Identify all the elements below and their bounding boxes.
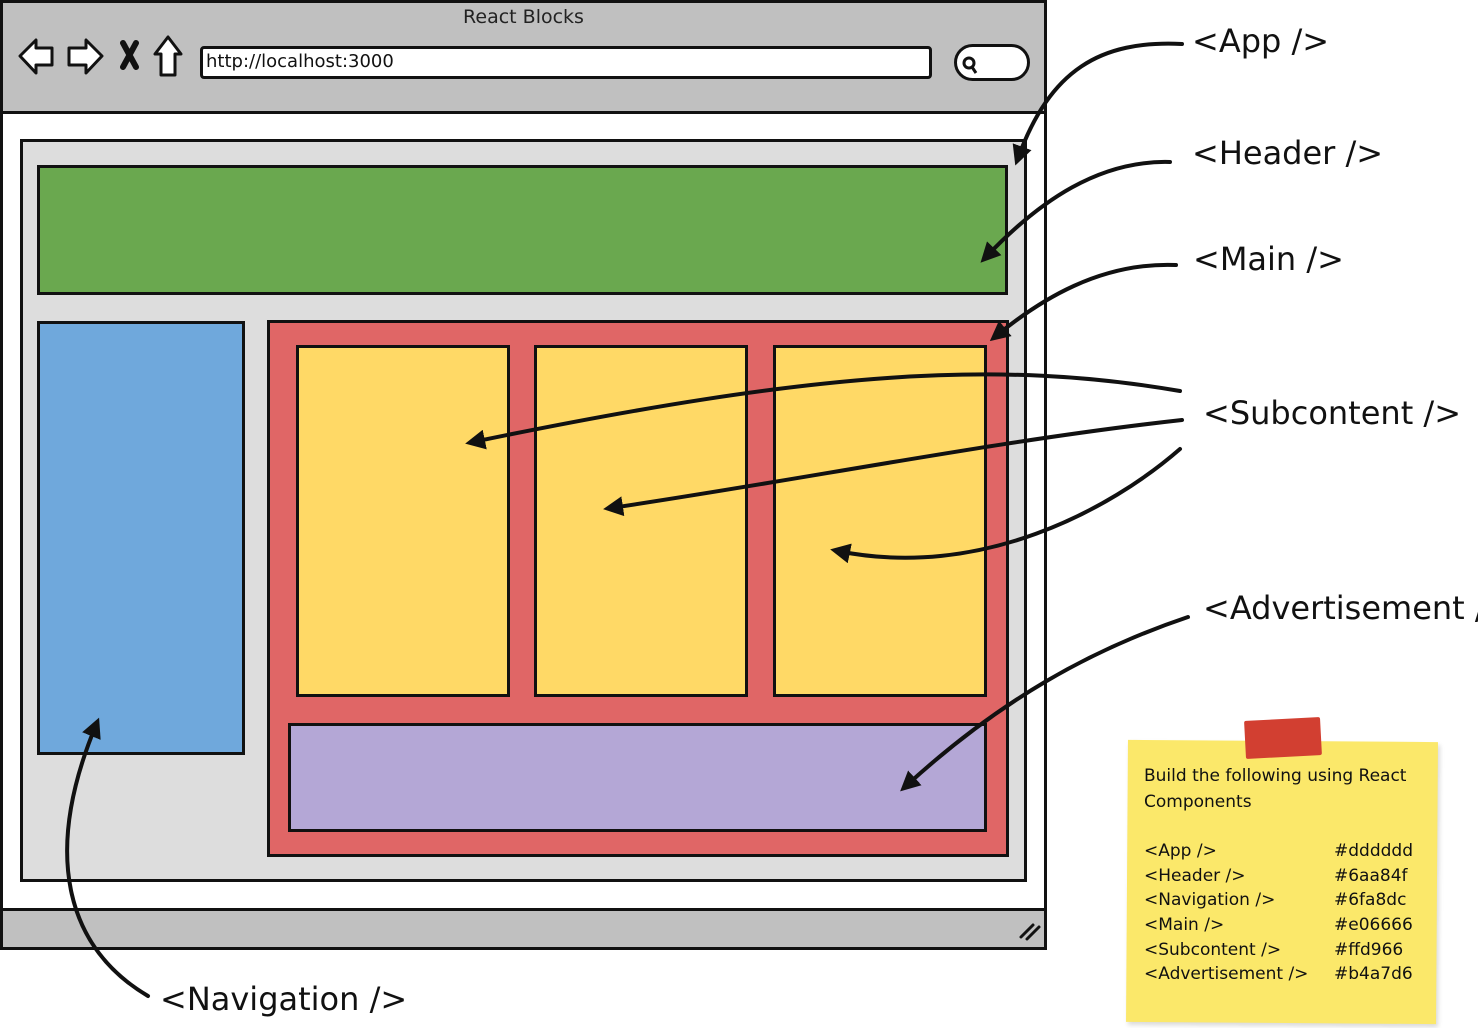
- note-row-hex: #dddddd: [1334, 841, 1413, 861]
- note-row-name: <Advertisement />: [1144, 964, 1309, 984]
- back-arrow-icon[interactable]: [18, 38, 54, 75]
- header-block: [37, 165, 1008, 295]
- label-advertisement: <Advertisement />: [1203, 589, 1478, 627]
- search-icon[interactable]: [960, 51, 990, 81]
- note-row-name: <Subcontent />: [1144, 940, 1282, 960]
- advertisement-block: [288, 723, 987, 832]
- arrow-subcontent-2: [603, 418, 1184, 517]
- arrow-main: [989, 262, 1178, 342]
- label-navigation: <Navigation />: [160, 980, 408, 1018]
- note-row-name: <Navigation />: [1144, 890, 1276, 910]
- close-icon[interactable]: [120, 40, 139, 70]
- label-header: <Header />: [1192, 134, 1384, 172]
- label-subcontent: <Subcontent />: [1203, 394, 1461, 432]
- note-row-hex: #ffd966: [1334, 940, 1404, 960]
- browser-status-bar: [0, 908, 1047, 950]
- subcontent-block: [296, 345, 510, 697]
- note-row-hex: #6aa84f: [1334, 866, 1408, 886]
- arrow-subcontent-3: [830, 447, 1182, 564]
- url-text[interactable]: http://localhost:3000: [206, 51, 394, 72]
- note-row-hex: #6fa8dc: [1334, 890, 1407, 910]
- subcontent-block: [773, 345, 987, 697]
- home-icon[interactable]: [153, 35, 183, 77]
- note-row-hex: #b4a7d6: [1334, 964, 1413, 984]
- arrow-navigation: [65, 717, 150, 998]
- window-title: React Blocks: [463, 6, 584, 28]
- resize-grip-icon[interactable]: [1017, 917, 1047, 947]
- arrow-header: [980, 159, 1172, 263]
- forward-arrow-icon[interactable]: [67, 38, 104, 75]
- arrow-advertisement: [900, 615, 1190, 792]
- arrow-app: [1012, 41, 1184, 166]
- note-intro: Build the following using React Componen…: [1144, 766, 1407, 812]
- note-row-name: <App />: [1144, 841, 1217, 861]
- tape-strip: [1244, 717, 1322, 759]
- arrow-subcontent-1: [465, 372, 1182, 450]
- url-bar[interactable]: [200, 46, 932, 79]
- search-box[interactable]: [954, 44, 1030, 81]
- navigation-block: [37, 321, 245, 755]
- label-app: <App />: [1192, 22, 1330, 60]
- nav-icons: [18, 35, 183, 77]
- note-row-hex: #e06666: [1334, 915, 1413, 935]
- note-row-name: <Header />: [1144, 866, 1246, 886]
- label-main: <Main />: [1193, 240, 1344, 278]
- subcontent-block: [534, 345, 748, 697]
- note-row-name: <Main />: [1144, 915, 1225, 935]
